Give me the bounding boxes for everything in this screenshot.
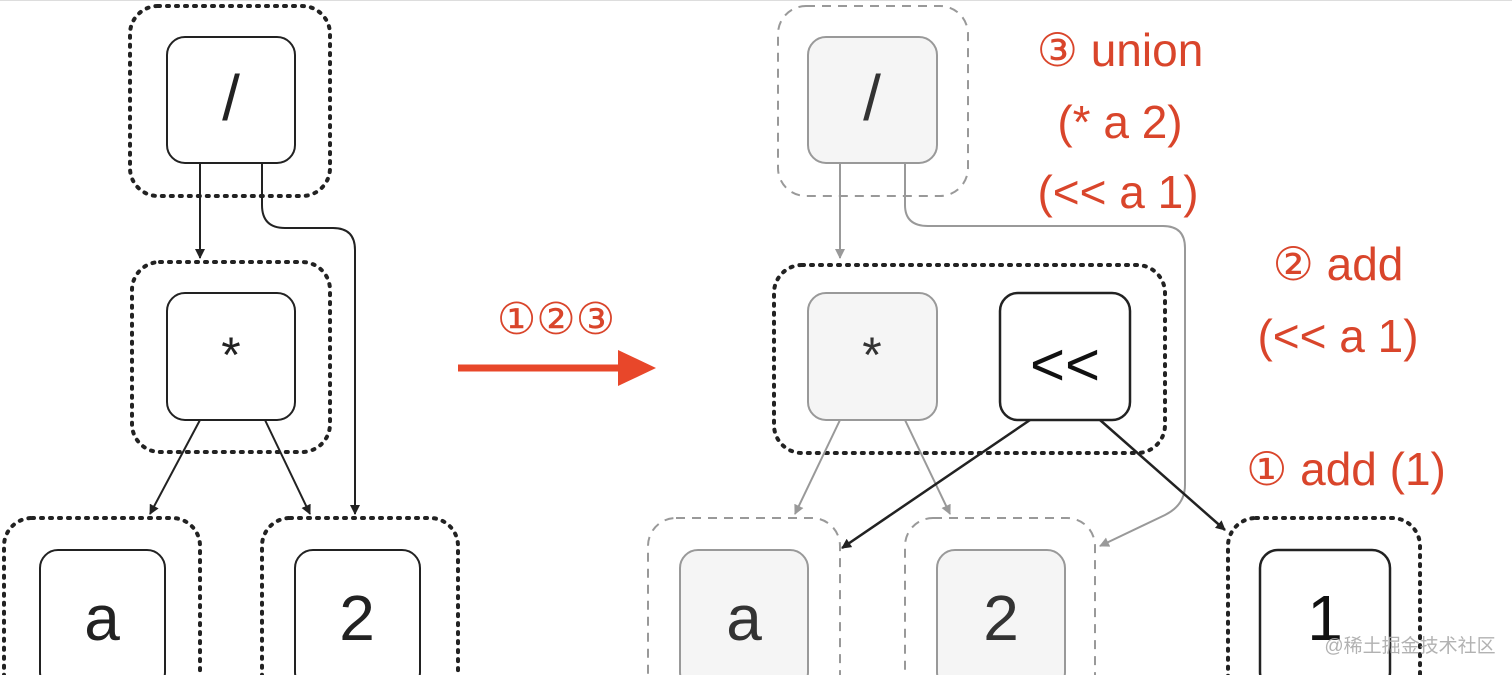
old-edges [794,163,1186,547]
eclass-a-old [647,517,841,675]
watermark: @稀土掘金技术社区 [1324,635,1495,657]
node-mul [807,292,938,421]
node-div [166,36,296,164]
arrow-head-icon [618,350,656,386]
edge-div-2 [261,163,360,515]
edge-shl-1 [1099,419,1226,531]
step3-title: ③ union [1037,24,1204,76]
node-2 [936,549,1066,675]
node-2-label: 2 [983,582,1019,654]
edge-shl-a [841,418,1031,550]
node-mul [166,292,296,421]
node-a [679,549,809,675]
eclass-2 [260,516,460,675]
node-1-label: 1 [1307,582,1343,654]
after-egraph: / * << a 2 1 [647,5,1422,675]
node-a-label: a [84,582,120,654]
step2-line1: (<< a 1) [1257,310,1418,362]
eclass-div-old [777,5,969,197]
node-2 [294,549,421,675]
step-annotations: ③ union (* a 2) (<< a 1) ② add (<< a 1) … [1037,24,1446,495]
eclass-2-old [904,517,1096,675]
step2-title: ② add [1273,238,1404,290]
eclass-1 [1226,516,1422,675]
step3-line2: (<< a 1) [1037,166,1198,218]
edge-mul-2 [904,419,951,515]
node-div-label: / [863,62,881,134]
before-edges [149,163,360,515]
step3-line1: (* a 2) [1057,96,1182,148]
node-mul-label: * [221,327,240,383]
node-a-label: a [726,582,762,654]
edge-mul-a [794,419,841,515]
eclass-a [2,516,202,675]
step1-label: ① add (1) [1246,443,1446,495]
rewrite-steps-label: ①②③ [497,295,615,344]
node-a [39,549,166,675]
eclass-mul-shl [772,263,1167,455]
node-div-label: / [222,62,240,134]
before-egraph: / * a 2 [2,4,460,675]
rewrite-arrow: ①②③ [458,295,656,386]
node-shl [998,291,1132,422]
eclass-div [128,4,332,198]
edge-mul-2 [264,419,311,515]
node-div [807,36,938,164]
node-mul-label: * [862,327,881,383]
edge-div-2 [904,163,1186,547]
new-edges [841,418,1226,550]
node-1 [1258,548,1392,675]
edge-mul-a [149,419,201,515]
node-2-label: 2 [339,582,375,654]
eclass-mul [130,260,332,454]
node-shl-label: << [1030,331,1100,398]
